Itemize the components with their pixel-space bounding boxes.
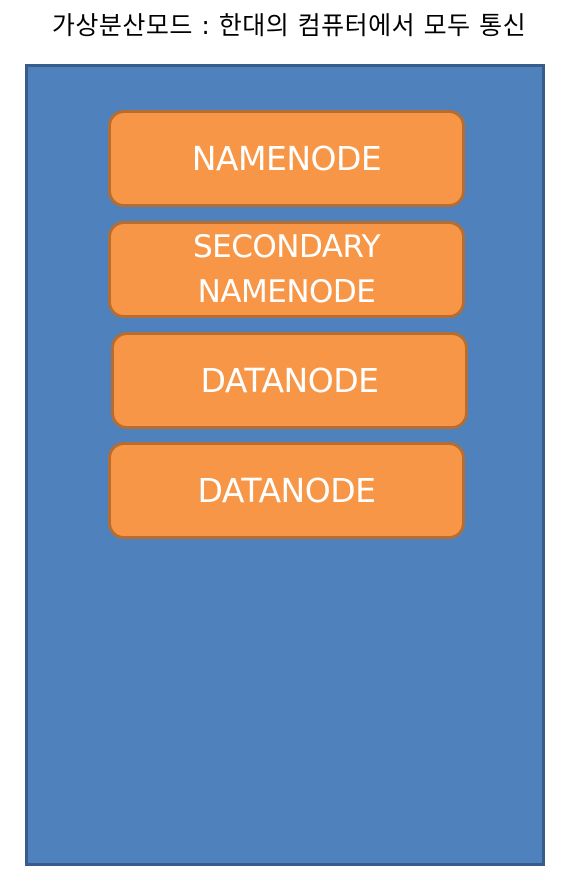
datanode-2-label: DATANODE <box>197 471 376 510</box>
namenode-label: NAMENODE <box>191 139 382 178</box>
datanode-box-2: DATANODE <box>108 442 465 539</box>
datanode-box-1: DATANODE <box>111 332 468 429</box>
secondary-namenode-label-line-2: NAMENODE <box>197 273 376 310</box>
namenode-box: NAMENODE <box>108 110 465 207</box>
datanode-1-label: DATANODE <box>200 361 379 400</box>
secondary-namenode-box: SECONDARY NAMENODE <box>108 221 465 318</box>
secondary-namenode-label-line-1: SECONDARY <box>192 228 381 265</box>
diagram-title: 가상분산모드 : 한대의 컴퓨터에서 모두 통신 <box>51 11 527 40</box>
